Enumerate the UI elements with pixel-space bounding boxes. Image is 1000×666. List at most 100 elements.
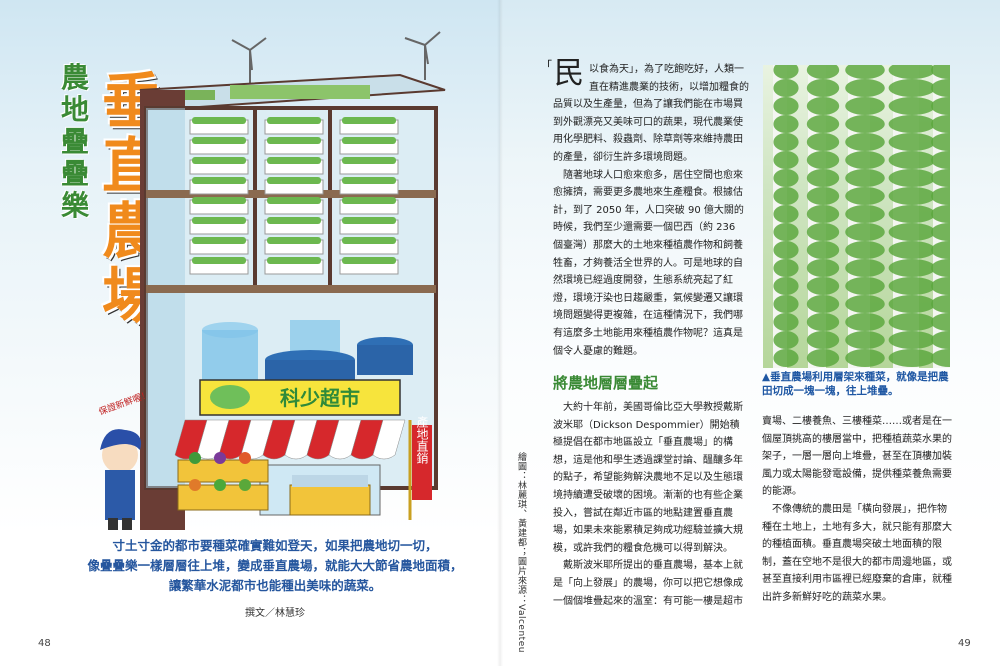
left-page: 農地疊疊樂 垂直農場 科少超市: [0, 0, 500, 666]
plant: [806, 331, 840, 349]
plant: [806, 97, 840, 115]
text-line: 戴斯波米耶所提出的垂直農場，基本上就: [553, 560, 743, 572]
plant: [773, 331, 799, 349]
plant: [888, 79, 936, 97]
plant: [931, 349, 950, 367]
plant: [888, 331, 936, 349]
text-line: 架子，一層一層向上堆疊，甚至在頂樓加裝: [762, 451, 952, 463]
plant: [806, 223, 840, 241]
plant: [845, 331, 885, 349]
lettuce-row: [192, 157, 246, 164]
wind-turbine-icon: [231, 31, 441, 90]
plant: [931, 331, 950, 349]
lettuce-row: [342, 157, 396, 164]
store-flag: 產地直銷: [415, 415, 429, 464]
lettuce-row: [342, 137, 396, 144]
text-line: 極提倡在都市地區設立「垂直農場」的構: [553, 437, 733, 449]
plant: [845, 115, 885, 133]
plant: [845, 187, 885, 205]
plant: [931, 115, 950, 133]
text-line: 波米耶（Dickson Despommier）開始積: [553, 419, 740, 431]
text-line: 不像傳統的農田是「橫向發展」，把作物: [762, 503, 947, 515]
text-line: 風力或太陽能發電設備，提供種菜養魚需要: [762, 468, 952, 480]
plant: [773, 241, 799, 259]
text-line: 制，蓋在空地不是很大的都市周邊地區，或: [762, 556, 952, 568]
intro-line: 寸土寸金的都市要種菜確實難如登天，如果把農地切一切，: [112, 538, 438, 553]
plant: [845, 277, 885, 295]
plant: [806, 115, 840, 133]
lettuce-row: [342, 217, 396, 224]
lettuce-row: [192, 217, 246, 224]
plant: [888, 169, 936, 187]
text-line: 個屋頂挑高的樓層當中，把種植蔬菜水果的: [762, 433, 952, 445]
text-line: 計，到了 2050 年，人口突破 90 億大關的: [553, 204, 744, 216]
plant: [845, 241, 885, 259]
plant: [806, 277, 840, 295]
text-line: 隨著地球人口愈來愈多，居住空間也愈來: [553, 169, 743, 181]
lettuce-row: [342, 237, 396, 244]
text-line: 直在精進農業的技術，以增加糧食的: [589, 81, 749, 93]
plant: [888, 295, 936, 313]
plant: [888, 277, 936, 295]
intro-line: 讓繁華水泥都市也能種出美味的蔬菜。: [168, 578, 382, 593]
text-line: 出許多新鮮好吃的蔬菜水果。: [762, 591, 892, 603]
plant: [845, 349, 885, 367]
subtitle: 農地疊疊樂: [60, 61, 89, 222]
plant: [773, 79, 799, 97]
plant: [931, 313, 950, 331]
plant: [845, 205, 885, 223]
text-line: 以食為天」，為了吃飽吃好，人類一: [589, 64, 744, 75]
text-line: 甚至直接利用市區裡已經廢棄的倉庫，就種: [762, 574, 952, 586]
text-line: 場，如果未來能累積足夠成功經驗並擴大規: [553, 525, 743, 537]
lettuce-row: [342, 177, 396, 184]
lettuce-row: [192, 137, 246, 144]
image-credit: 繪圖：林麗琪、黃建都；圖片來源：Valcenteu: [516, 452, 526, 653]
plant: [773, 205, 799, 223]
text-line: 牲畜，才夠養活全世界的人。可是地球的自: [553, 257, 743, 269]
plant: [888, 97, 936, 115]
plant: [773, 169, 799, 187]
text-line: 境問題變得更複雜，在這種情況下，我們哪: [553, 310, 743, 322]
plant: [773, 223, 799, 241]
lettuce-row: [192, 237, 246, 244]
text-line: 大約十年前，美國哥倫比亞大學教授戴斯: [553, 402, 743, 413]
plant: [806, 79, 840, 97]
plant: [888, 259, 936, 277]
text-line: 種在土地上，土地有多大，就只能有那麼大: [762, 521, 952, 533]
plant: [888, 349, 936, 367]
plant-shelves: [189, 117, 399, 275]
plant: [931, 241, 950, 259]
body-column-2: 賣場、二樓養魚、三樓種菜……或者是在一個屋頂挑高的樓層當中，把種植蔬菜水果的架子…: [762, 413, 958, 607]
text-line: 賣場、二樓養魚、三樓種菜……或者是在一: [762, 416, 952, 427]
plant: [845, 295, 885, 313]
gutter: [497, 0, 503, 666]
text-line: 時候，我們至少還需要一個巴西（約 236: [553, 222, 736, 234]
lettuce-row: [192, 177, 246, 184]
plant: [888, 241, 936, 259]
text-line: 然環境已經過度開發，生態系統亮起了紅: [553, 275, 733, 287]
author-byline: 撰文／林慧珍: [245, 608, 305, 619]
awning-stripe: [372, 419, 406, 460]
text-line: 個令人憂慮的難題。: [553, 345, 643, 357]
lettuce-row: [267, 197, 321, 204]
text-line: 模，或許我們的糧食危機可以得到解決。: [553, 542, 733, 554]
plant: [888, 65, 936, 79]
lettuce-row: [192, 117, 246, 124]
page-number: 48: [38, 638, 51, 649]
body-column-1: 以食為天」，為了吃飽吃好，人類一直在精進農業的技術，以增加糧食的品質以及生產量，…: [553, 61, 749, 360]
drop-cap: 民: [554, 56, 584, 91]
text-line: 的能源。: [762, 486, 802, 498]
plant: [845, 133, 885, 151]
plant: [845, 97, 885, 115]
photo-caption: ▲垂直農場利用層架來種菜，就像是把農田切成一塊一塊，往上堆疊。: [762, 371, 949, 397]
text-line: 個臺灣）那麼大的土地來種植農作物和飼養: [553, 239, 743, 251]
lettuce-row: [267, 157, 321, 164]
plant: [773, 313, 799, 331]
text-line: 的產量，卻衍生許多環境問題。: [553, 151, 693, 163]
plant: [845, 79, 885, 97]
plant: [773, 133, 799, 151]
vertical-farm-photo: [763, 65, 950, 368]
intro-paragraph: 寸土寸金的都市要種菜確實難如登天，如果把農地切一切， 像疊疊樂一樣層層往上堆，變…: [55, 536, 495, 596]
plant: [773, 65, 799, 79]
text-line: 愈擁擠，需要更多農地來生產糧食。根據估: [553, 187, 743, 199]
